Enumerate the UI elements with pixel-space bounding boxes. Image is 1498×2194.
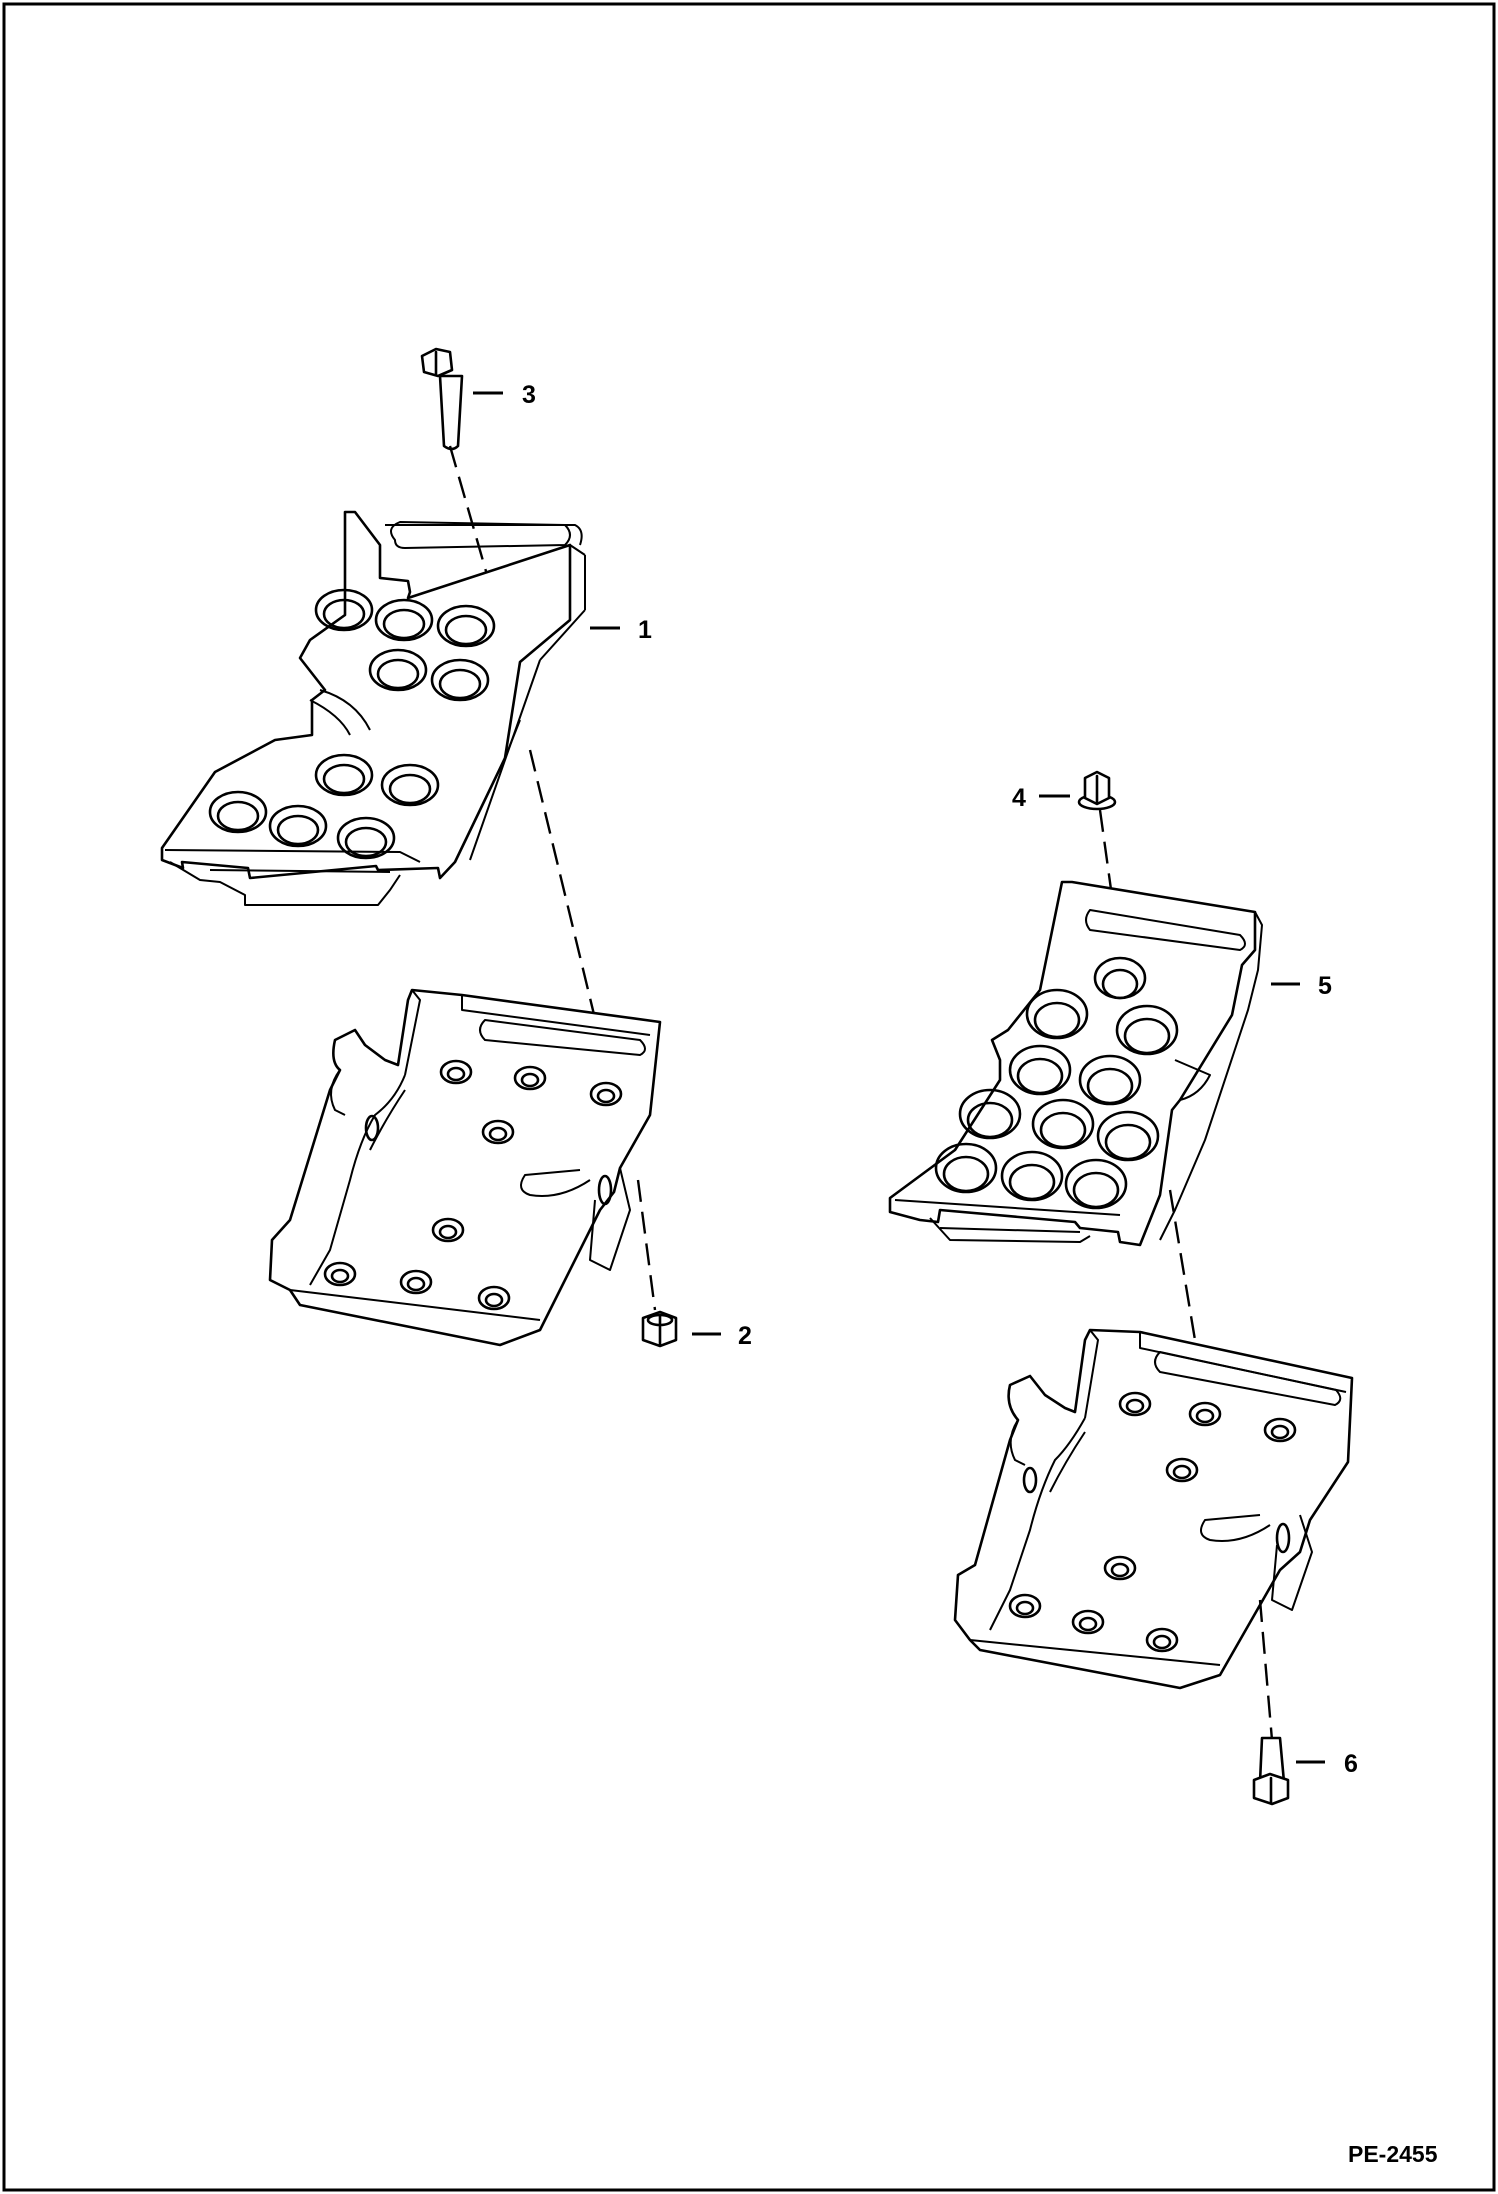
pedal-large-holes [208, 588, 496, 860]
pedal-small-part [888, 880, 1263, 1247]
callout-label: 3 [522, 381, 536, 409]
callout-label: 2 [738, 1322, 752, 1350]
bolt-part [420, 347, 464, 451]
callout-5: 5 [1271, 972, 1332, 1000]
nut-part [641, 1310, 678, 1348]
capscrew-part [1252, 1736, 1290, 1806]
callout-label: 1 [638, 616, 652, 644]
flange-nut-part [1077, 770, 1117, 811]
callout-6: 6 [1296, 1750, 1358, 1778]
figure-id: PE-2455 [1348, 2141, 1438, 2167]
callout-label: 6 [1344, 1750, 1358, 1778]
callout-label: 5 [1318, 972, 1332, 1000]
pedal-small-holes [934, 956, 1179, 1210]
callout-3: 3 [473, 381, 536, 409]
right-assembly [888, 770, 1354, 1806]
callout-2: 2 [692, 1322, 752, 1350]
bracket-right-holes [1008, 1391, 1297, 1653]
callout-1: 1 [590, 616, 652, 644]
left-assembly [160, 347, 678, 1348]
pedal-large-part [160, 510, 586, 906]
callout-4: 4 [1012, 784, 1070, 812]
bracket-left-part [268, 988, 662, 1347]
bracket-right-part [953, 1328, 1354, 1690]
bracket-left-holes [323, 1059, 623, 1311]
callout-label: 4 [1012, 784, 1026, 812]
